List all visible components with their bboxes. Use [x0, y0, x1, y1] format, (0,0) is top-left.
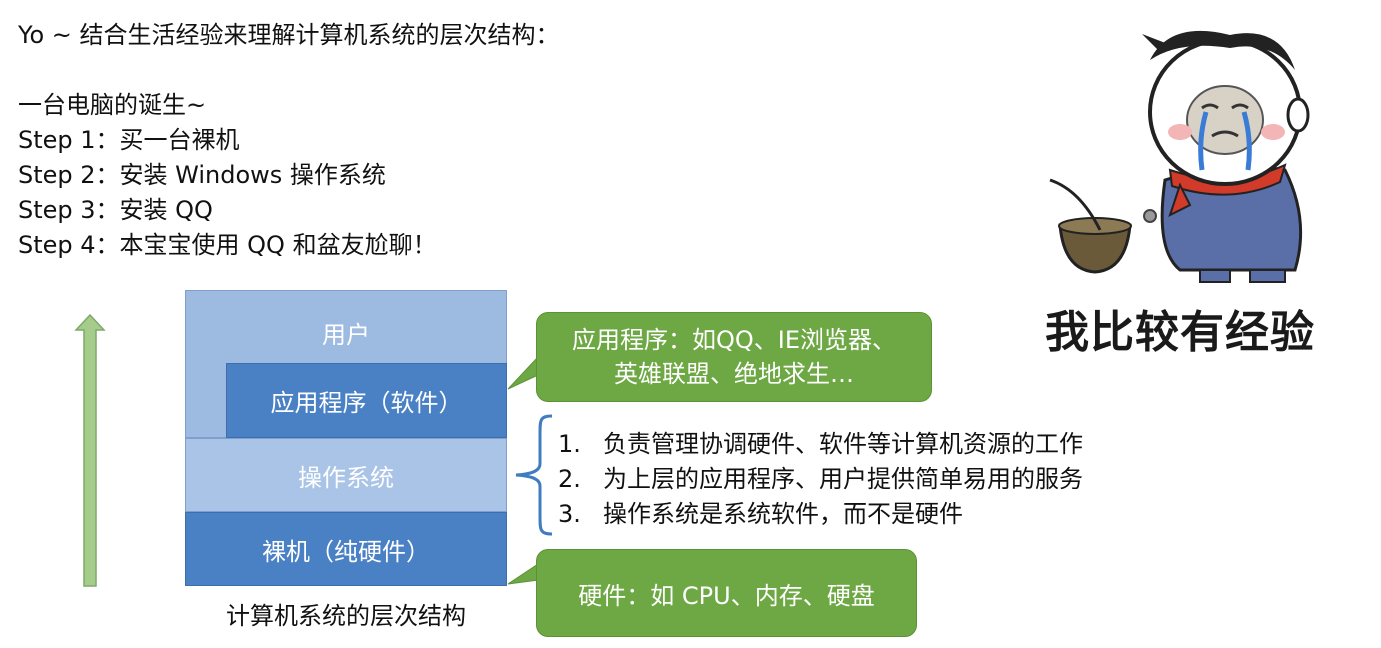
step-4: Step 4：本宝宝使用 QQ 和盆友尬聊！ — [18, 231, 437, 259]
callout-application: 应用程序：如QQ、IE浏览器、 英雄联盟、绝地求生… — [536, 312, 932, 402]
intro-text: Yo ~ 结合生活经验来理解计算机系统的层次结构： 一台电脑的诞生~ Step … — [18, 18, 560, 263]
list-item: 3.操作系统是系统软件，而不是硬件 — [558, 500, 963, 528]
layer-hardware-label: 裸机（纯硬件） — [262, 537, 430, 566]
intro-subheading: 一台电脑的诞生~ — [18, 91, 207, 119]
list-item: 2.为上层的应用程序、用户提供简单易用的服务 — [558, 465, 1083, 493]
meme-caption: 我比较有经验 — [1045, 307, 1315, 358]
list-item: 1.负责管理协调硬件、软件等计算机资源的工作 — [558, 430, 1083, 458]
step-1: Step 1：买一台裸机 — [18, 126, 240, 154]
layer-operating-system: 操作系统 — [185, 438, 507, 512]
crying-meme-illustration — [1049, 30, 1310, 283]
up-arrow-icon — [74, 314, 106, 587]
step-2: Step 2：安装 Windows 操作系统 — [18, 161, 386, 189]
diagram-caption: 计算机系统的层次结构 — [226, 602, 466, 630]
step-3: Step 3：安装 QQ — [18, 196, 213, 224]
callout-application-line1: 应用程序：如QQ、IE浏览器、 — [571, 326, 897, 354]
callout-application-line2: 英雄联盟、绝地求生… — [614, 360, 854, 388]
os-points-list: 1.负责管理协调硬件、软件等计算机资源的工作 2.为上层的应用程序、用户提供简单… — [558, 427, 1083, 532]
intro-gap — [18, 53, 560, 88]
left-brace-icon — [515, 414, 553, 536]
layer-os-label: 操作系统 — [298, 463, 394, 492]
layer-application: 应用程序（软件） — [226, 363, 507, 438]
layer-hardware: 裸机（纯硬件） — [185, 512, 507, 586]
layer-application-label: 应用程序（软件） — [270, 389, 463, 417]
callout-hardware-text: 硬件：如 CPU、内存、硬盘 — [578, 581, 875, 610]
layer-user-label: 用户 — [322, 321, 370, 349]
callout-hardware: 硬件：如 CPU、内存、硬盘 — [536, 549, 917, 637]
intro-heading: Yo ~ 结合生活经验来理解计算机系统的层次结构： — [18, 21, 560, 49]
